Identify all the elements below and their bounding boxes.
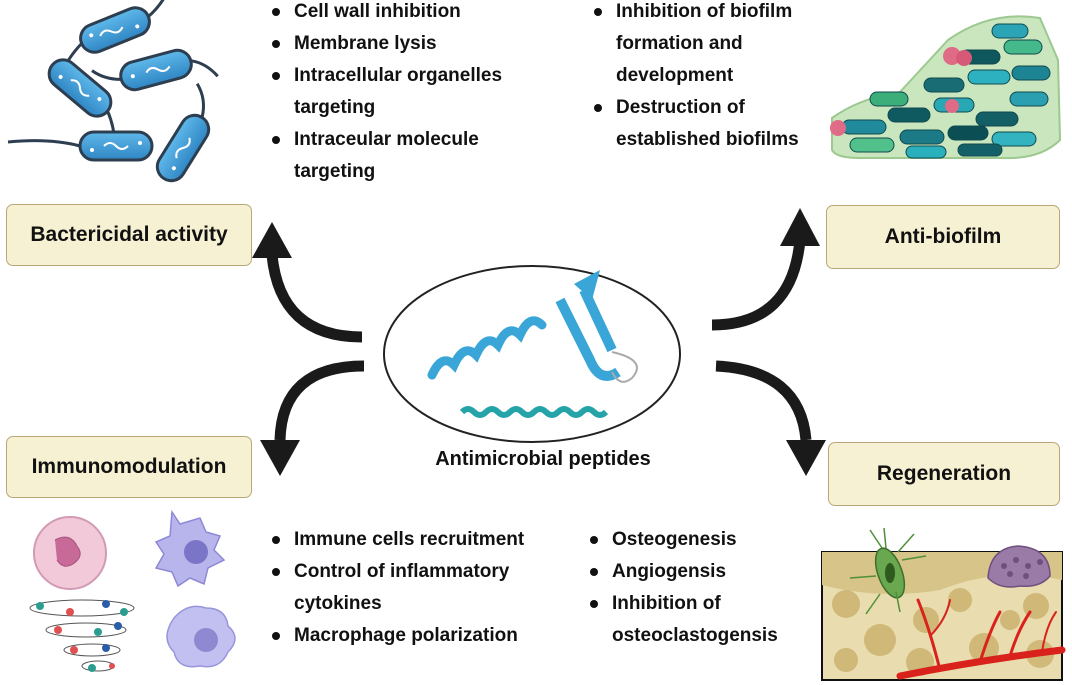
regeneration-list: Osteogenesis Angiogensis Inhibition of o… bbox=[588, 524, 808, 652]
alpha-helix-icon bbox=[427, 316, 547, 380]
immunomodulation-list: Immune cells recruitment Control of infl… bbox=[270, 524, 570, 652]
arrowhead-immunomodulation bbox=[260, 440, 300, 476]
antibiofilm-title: Anti-biofilm bbox=[884, 225, 1002, 248]
biofilm-icon bbox=[830, 15, 1062, 160]
immunomodulation-box: Immunomodulation bbox=[6, 436, 252, 498]
list-item: Intraceular molecule targeting bbox=[270, 124, 534, 188]
immunomodulation-title: Immunomodulation bbox=[31, 455, 227, 478]
bactericidal-list: Cell wall inhibition Membrane lysis Intr… bbox=[270, 0, 540, 188]
arrow-to-regeneration bbox=[715, 360, 812, 441]
bactericidal-box: Bactericidal activity bbox=[6, 204, 252, 266]
arrows bbox=[266, 239, 812, 441]
arrowhead-regeneration bbox=[786, 440, 826, 476]
list-item: Membrane lysis bbox=[270, 28, 540, 60]
list-item: Control of inflammatory cytokines bbox=[270, 556, 554, 620]
list-item: Cell wall inhibition bbox=[270, 0, 540, 28]
peptide-ellipse bbox=[383, 265, 681, 443]
regeneration-title: Regeneration bbox=[876, 462, 1012, 485]
list-item: Angiogensis bbox=[588, 556, 808, 588]
list-item: Immune cells recruitment bbox=[270, 524, 570, 556]
osteoclast-icon bbox=[987, 545, 1051, 588]
beta-sheet-icon bbox=[555, 270, 638, 383]
regeneration-box: Regeneration bbox=[828, 442, 1060, 506]
antibiofilm-list: Inhibition of biofilm formation and deve… bbox=[592, 0, 832, 156]
arrowhead-bactericidal bbox=[252, 222, 292, 258]
peptide-chain-icon bbox=[459, 406, 609, 418]
bone-tissue-icon bbox=[821, 527, 1066, 681]
bacteria-icon bbox=[7, 0, 219, 183]
bactericidal-title: Bactericidal activity bbox=[30, 223, 228, 246]
arrow-to-antibiofilm bbox=[711, 239, 806, 331]
list-item: Macrophage polarization bbox=[270, 620, 570, 652]
arrowhead-antibiofilm bbox=[780, 208, 820, 246]
list-item: Inhibition of biofilm formation and deve… bbox=[592, 0, 816, 92]
list-item: Intracellular organelles targeting bbox=[270, 60, 504, 124]
antibiofilm-box: Anti-biofilm bbox=[826, 205, 1060, 269]
arrow-to-bactericidal bbox=[266, 254, 363, 343]
list-item: Osteogenesis bbox=[588, 524, 808, 556]
immune-cells-icon bbox=[29, 509, 236, 672]
list-item: Inhibition of osteoclastogensis bbox=[588, 588, 802, 652]
cytokine-cascade-icon bbox=[29, 599, 135, 672]
list-item: Destruction of established biofilms bbox=[592, 92, 826, 156]
arrow-to-immunomodulation bbox=[274, 360, 365, 441]
center-label: Antimicrobial peptides bbox=[435, 448, 651, 470]
